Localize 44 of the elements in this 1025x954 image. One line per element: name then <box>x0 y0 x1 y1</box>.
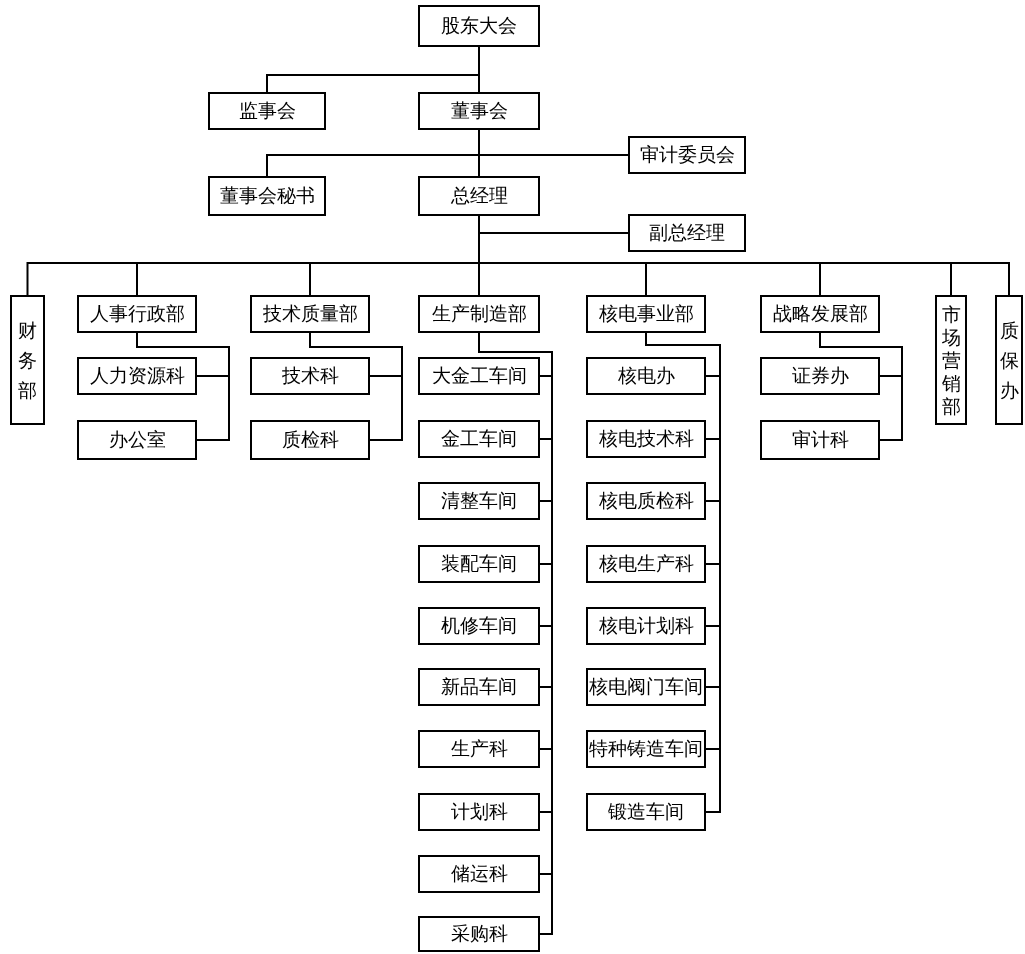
org-unit-box: 核电计划科 <box>586 607 706 645</box>
org-unit-box: 审计科 <box>760 420 880 460</box>
org-unit-box: 市场营销部 <box>935 295 967 425</box>
org-unit-box: 清整车间 <box>418 482 540 520</box>
org-unit-box: 采购科 <box>418 916 540 952</box>
org-unit-box: 董事会秘书 <box>208 176 326 216</box>
org-unit-box: 生产制造部 <box>418 295 540 333</box>
org-unit-box: 技术科 <box>250 357 370 395</box>
org-unit-box: 大金工车间 <box>418 357 540 395</box>
org-unit-box: 技术质量部 <box>250 295 370 333</box>
org-unit-box: 装配车间 <box>418 545 540 583</box>
org-unit-box: 股东大会 <box>418 5 540 47</box>
org-unit-box: 财务部 <box>10 295 45 425</box>
org-unit-box: 新品车间 <box>418 668 540 706</box>
org-unit-box: 核电办 <box>586 357 706 395</box>
org-unit-box: 审计委员会 <box>628 136 746 174</box>
org-unit-box: 特种铸造车间 <box>586 730 706 768</box>
connector-line <box>478 129 480 177</box>
org-unit-box: 核电事业部 <box>586 295 706 333</box>
org-unit-box: 储运科 <box>418 855 540 893</box>
org-unit-box: 生产科 <box>418 730 540 768</box>
org-unit-box: 人力资源科 <box>77 357 197 395</box>
org-unit-box: 机修车间 <box>418 607 540 645</box>
org-unit-box: 办公室 <box>77 420 197 460</box>
org-unit-box: 人事行政部 <box>77 295 197 333</box>
org-unit-box: 核电技术科 <box>586 420 706 458</box>
org-unit-box: 核电阀门车间 <box>586 668 706 706</box>
org-unit-box: 监事会 <box>208 92 326 130</box>
org-unit-box: 计划科 <box>418 793 540 831</box>
org-unit-box: 锻造车间 <box>586 793 706 831</box>
connector-line <box>478 46 480 93</box>
org-unit-box: 质检科 <box>250 420 370 460</box>
org-unit-box: 董事会 <box>418 92 540 130</box>
connector-line <box>819 332 903 441</box>
org-unit-box: 证券办 <box>760 357 880 395</box>
org-unit-box: 副总经理 <box>628 214 746 252</box>
org-unit-box: 金工车间 <box>418 420 540 458</box>
connector-line <box>309 332 403 441</box>
org-unit-box: 核电生产科 <box>586 545 706 583</box>
org-unit-box: 总经理 <box>418 176 540 216</box>
org-unit-box: 核电质检科 <box>586 482 706 520</box>
connector-line <box>136 332 230 441</box>
org-unit-box: 质保办 <box>995 295 1023 425</box>
org-unit-box: 战略发展部 <box>760 295 880 333</box>
